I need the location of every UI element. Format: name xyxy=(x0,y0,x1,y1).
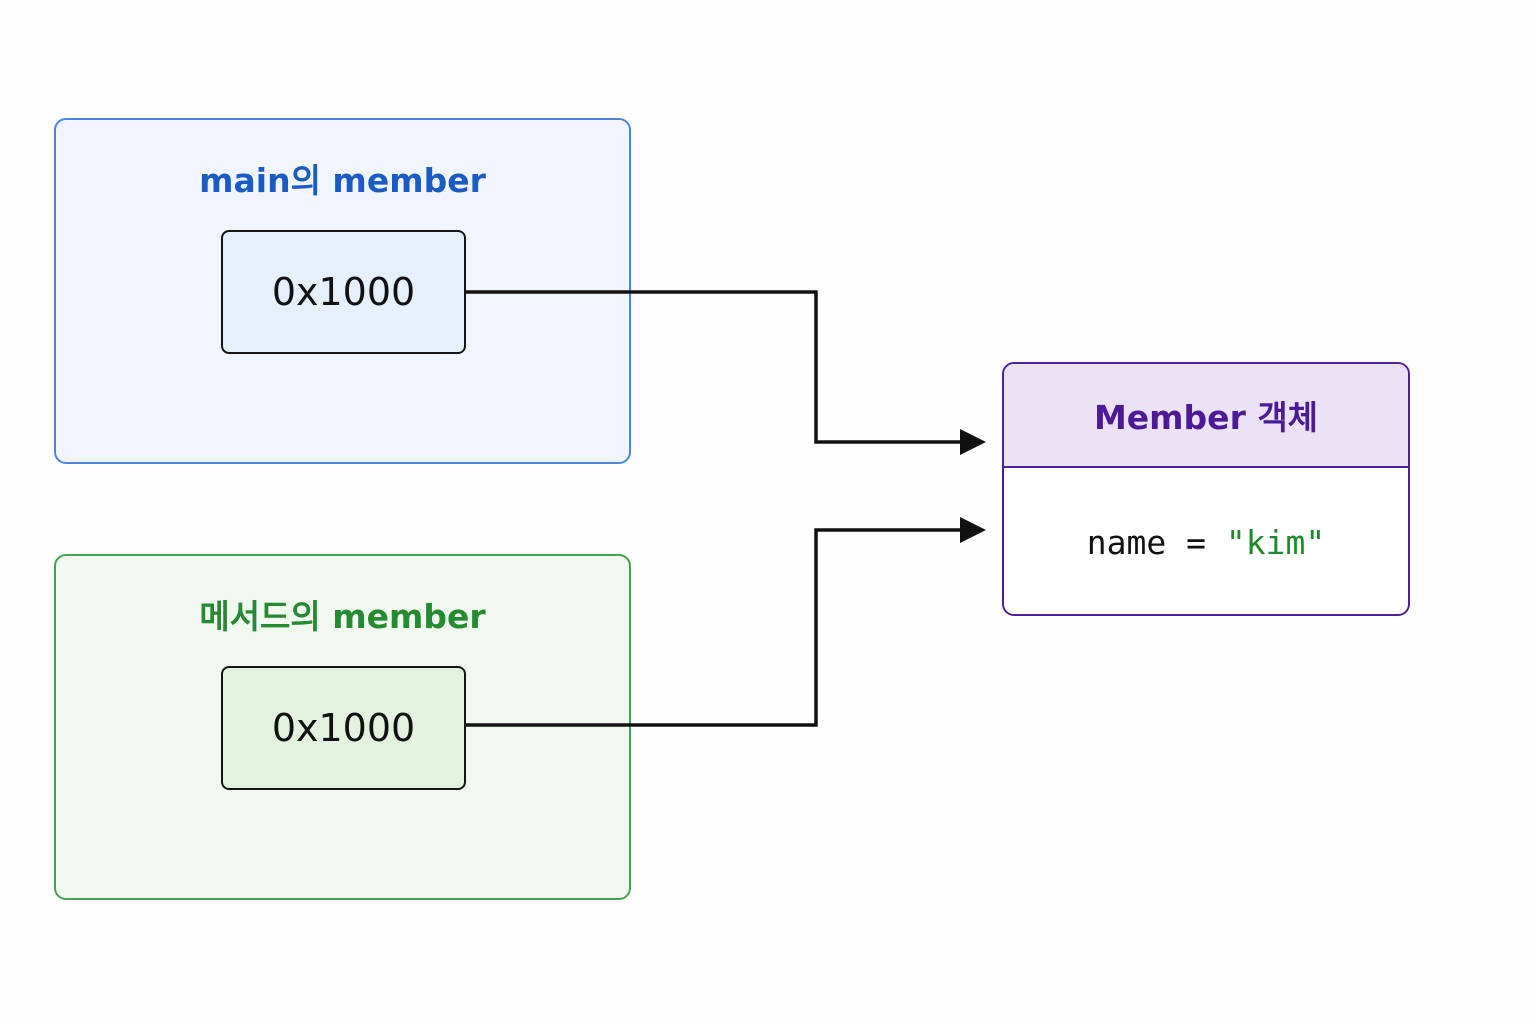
method-reference-value: 0x1000 xyxy=(271,706,416,750)
method-stack-frame: 메서드의 member 0x1000 xyxy=(54,554,631,900)
member-object-title: Member 객체 xyxy=(1093,398,1319,437)
main-arrowhead xyxy=(960,429,986,455)
field-operator: = xyxy=(1166,522,1226,562)
field-name: name xyxy=(1086,522,1167,562)
main-frame-title: main의 member xyxy=(199,161,486,200)
method-frame-title: 메서드의 member xyxy=(199,597,486,636)
member-object-header: Member 객체 xyxy=(1004,364,1408,468)
member-object-body: name = "kim" xyxy=(1004,468,1408,614)
main-stack-frame: main의 member 0x1000 xyxy=(54,118,631,464)
main-reference-value: 0x1000 xyxy=(271,270,416,314)
member-object: Member 객체 name = "kim" xyxy=(1002,362,1410,616)
method-reference-box: 0x1000 xyxy=(221,666,466,790)
method-arrowhead xyxy=(960,517,986,543)
main-reference-box: 0x1000 xyxy=(221,230,466,354)
field-value: "kim" xyxy=(1225,522,1326,562)
